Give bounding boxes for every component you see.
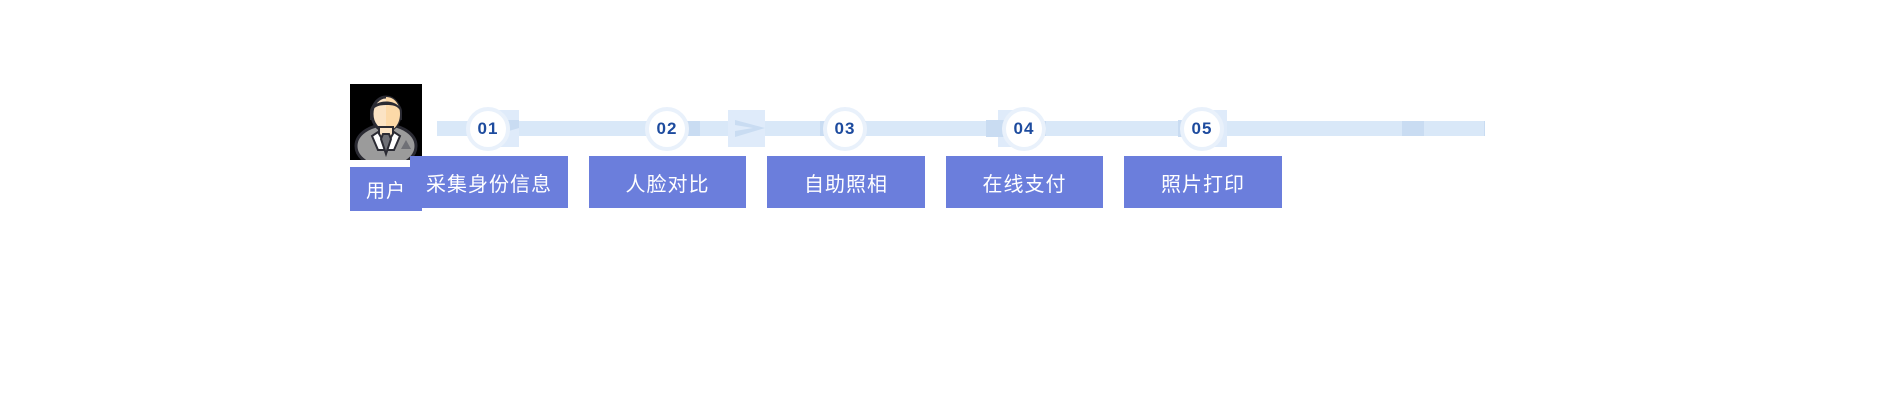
step-label-01[interactable]: 采集身份信息 — [410, 156, 568, 208]
track-segment-light-2 — [512, 121, 672, 136]
step-circle-01[interactable]: 01 — [466, 107, 510, 151]
track-segment-light-6 — [1046, 121, 1190, 136]
step-circle-02[interactable]: 02 — [645, 107, 689, 151]
track-segment-light-5 — [866, 121, 998, 136]
step-label-02[interactable]: 人脸对比 — [589, 156, 746, 208]
track-segment-light-3 — [700, 121, 728, 136]
step-label-05[interactable]: 照片打印 — [1124, 156, 1282, 208]
step-circle-04[interactable]: 04 — [1002, 107, 1046, 151]
step-label-03[interactable]: 自助照相 — [767, 156, 925, 208]
track-segment-light-4 — [760, 121, 820, 136]
step-circle-05[interactable]: 05 — [1180, 107, 1224, 151]
track-segment-light-7 — [1222, 121, 1402, 136]
step-label-04[interactable]: 在线支付 — [946, 156, 1103, 208]
connector-arrow-2-chevron — [735, 120, 765, 137]
user-avatar-icon — [350, 84, 422, 160]
step-circle-03[interactable]: 03 — [823, 107, 867, 151]
track-segment-light-8 — [1424, 121, 1484, 136]
